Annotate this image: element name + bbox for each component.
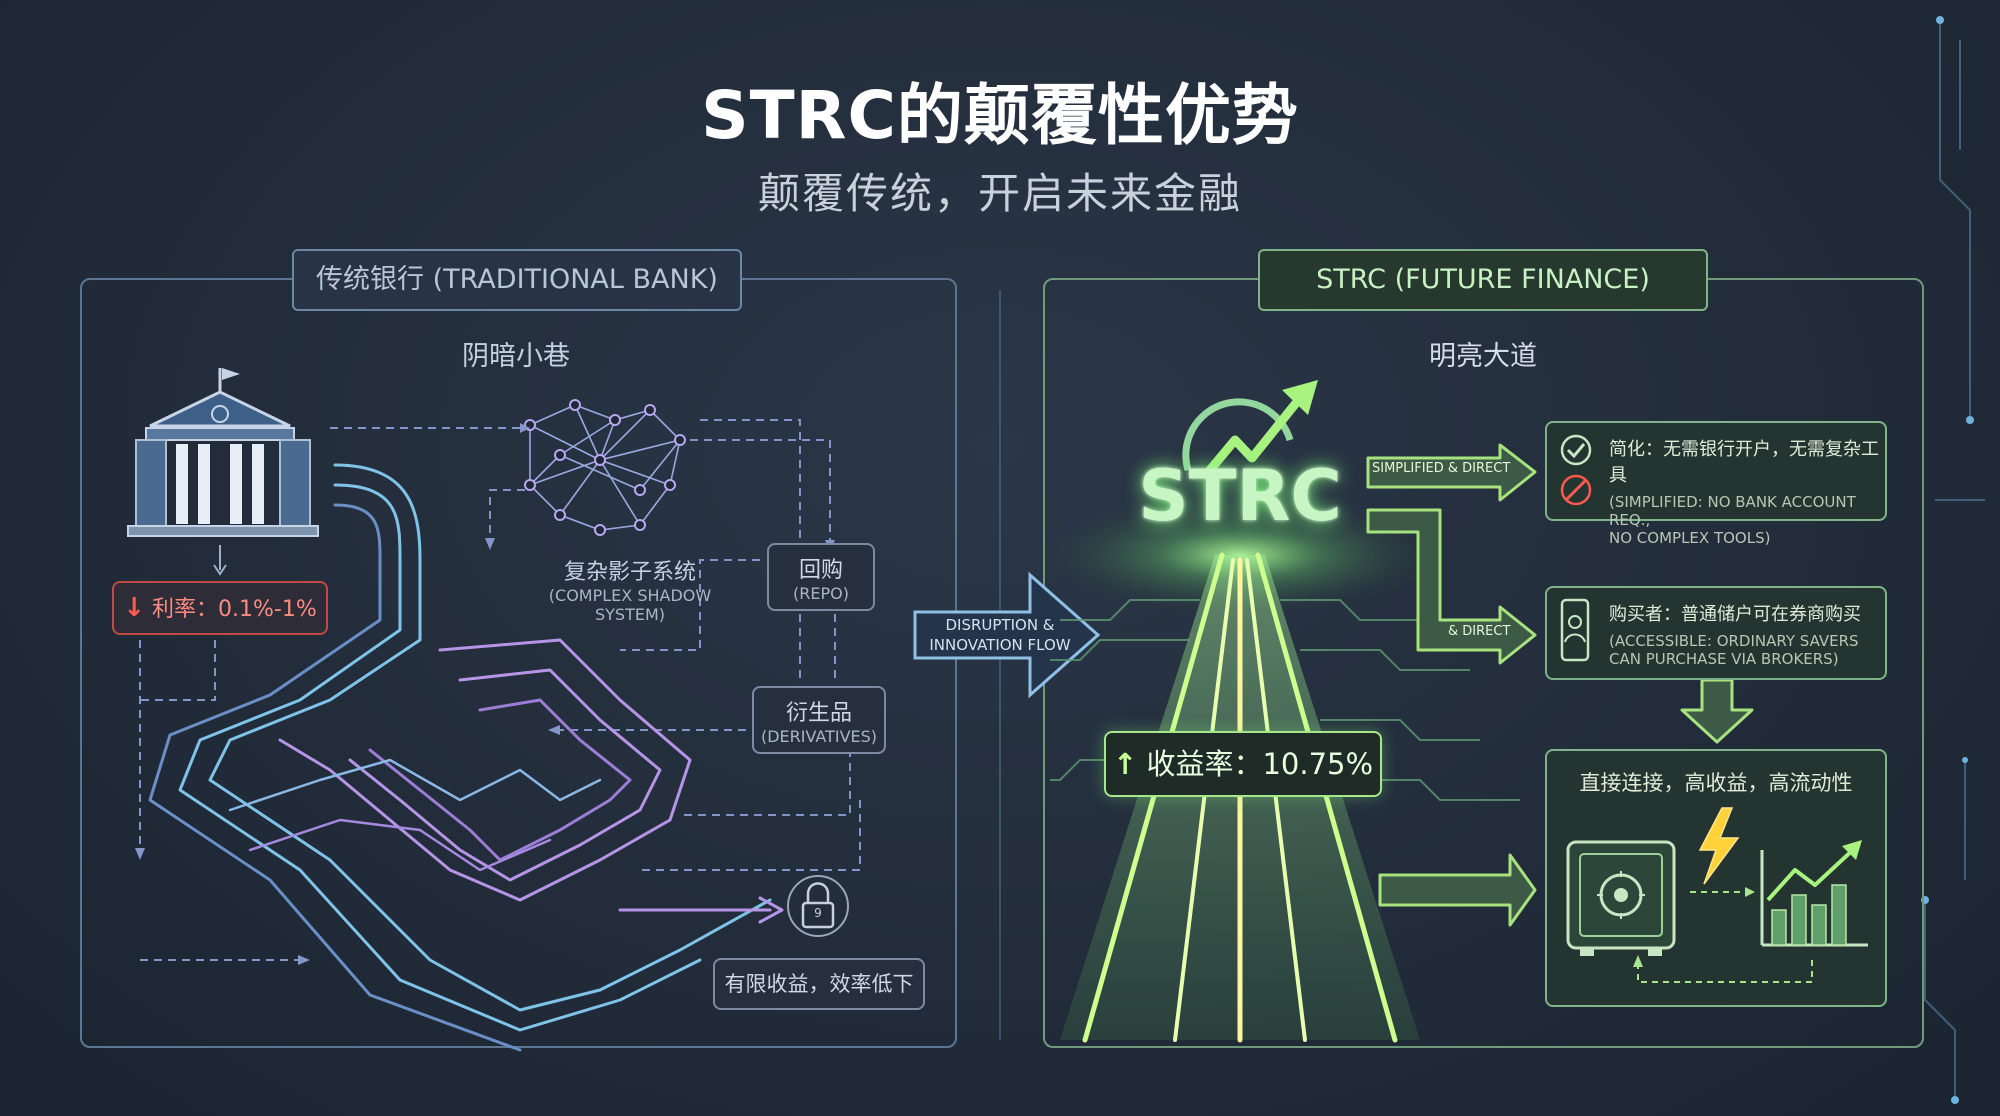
lock-icon bbox=[787, 875, 849, 937]
down-arrow-icon: ↓ bbox=[123, 593, 146, 623]
disruption-flow-label: DISRUPTION & INNOVATION FLOW bbox=[920, 615, 1080, 655]
accessible-feature-sub-1: (ACCESSIBLE: ORDINARY SAVERS bbox=[1609, 632, 1859, 650]
shadow-system-sub-2: SYSTEM) bbox=[594, 605, 665, 624]
simplified-feature-sub-1: (SIMPLIFIED: NO BANK ACCOUNT REQ., bbox=[1609, 493, 1856, 529]
flow-line-1: DISRUPTION & bbox=[945, 616, 1055, 634]
accessible-feature-box: 购买者：普通储户可在券商购买 (ACCESSIBLE: ORDINARY SAV… bbox=[1545, 586, 1887, 680]
flow-line-2: INNOVATION FLOW bbox=[929, 636, 1071, 654]
check-icon bbox=[1560, 434, 1592, 466]
derivatives-box: 衍生品 (DERIVATIVES) bbox=[752, 686, 886, 754]
shadow-system-sub-1: (COMPLEX SHADOW bbox=[548, 586, 712, 605]
direct-arrow-label: & DIRECT bbox=[1448, 624, 1511, 639]
page-title: STRC的颠覆性优势 bbox=[701, 77, 1299, 154]
limited-yield-box: 有限收益，效率低下 bbox=[713, 958, 925, 1010]
page-subtitle: 颠覆传统，开启未来金融 bbox=[757, 169, 1242, 218]
low-rate-box: ↓ 利率：0.1%-1% bbox=[112, 581, 328, 635]
high-yield-text: 收益率：10.75% bbox=[1146, 747, 1374, 781]
repo-box: 回购 (REPO) bbox=[767, 543, 875, 611]
high-yield-box: ↑ 收益率：10.75% bbox=[1104, 731, 1382, 797]
derivatives-title: 衍生品 bbox=[785, 701, 852, 726]
growth-chart-icon bbox=[1760, 840, 1868, 947]
low-rate-text: 利率：0.1%-1% bbox=[152, 597, 317, 622]
future-finance-tag: STRC (FUTURE FINANCE) bbox=[1258, 249, 1708, 311]
shadow-system-label: 复杂影子系统 (COMPLEX SHADOW SYSTEM) bbox=[510, 554, 750, 624]
strc-logo-mark bbox=[1182, 380, 1318, 475]
derivatives-sub: (DERIVATIVES) bbox=[760, 727, 878, 746]
bright-avenue-heading: 明亮大道 bbox=[1429, 341, 1537, 372]
feature-icons-1 bbox=[1560, 434, 1592, 506]
safe-icon bbox=[1566, 840, 1676, 956]
result-title: 直接连接，高收益，高流动性 bbox=[1579, 771, 1853, 795]
simplified-feature-title: 简化：无需银行开户，无需复杂工具 bbox=[1609, 439, 1879, 486]
simplified-feature-box: 简化：无需银行开户，无需复杂工具 (SIMPLIFIED: NO BANK AC… bbox=[1545, 421, 1887, 547]
shadow-system-title: 复杂影子系统 bbox=[563, 560, 696, 585]
phone-user-icon bbox=[1560, 598, 1590, 662]
accessible-feature-sub-2: CAN PURCHASE VIA BROKERS) bbox=[1609, 650, 1839, 668]
traditional-bank-tag: 传统银行 (TRADITIONAL BANK) bbox=[292, 249, 742, 311]
up-arrow-icon: ↑ bbox=[1112, 747, 1138, 781]
simplified-feature-sub-2: NO COMPLEX TOOLS) bbox=[1609, 529, 1771, 547]
cancel-icon bbox=[1560, 474, 1592, 506]
dark-alley-heading: 阴暗小巷 bbox=[462, 341, 570, 372]
repo-title: 回购 bbox=[798, 558, 843, 583]
lightning-icon bbox=[1698, 807, 1740, 885]
lock-mark: 9 bbox=[814, 906, 822, 920]
accessible-feature-title: 购买者：普通储户可在券商购买 bbox=[1609, 604, 1861, 625]
simplified-direct-arrow-label: SIMPLIFIED & DIRECT bbox=[1372, 461, 1511, 476]
strc-logo-text: STRC bbox=[1138, 455, 1342, 537]
bank-icon bbox=[127, 368, 319, 576]
repo-sub: (REPO) bbox=[793, 584, 849, 603]
